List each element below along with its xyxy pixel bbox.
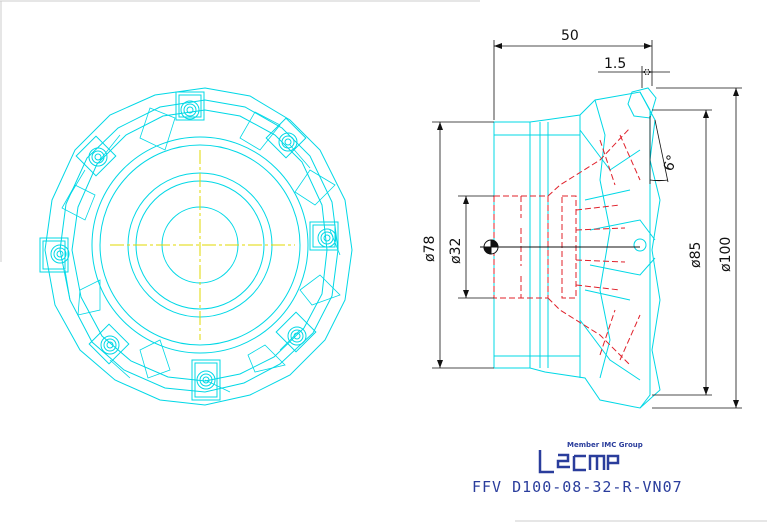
dimension-lines	[432, 40, 742, 409]
side-view	[493, 87, 661, 409]
side-body	[493, 91, 651, 409]
dim-body-dia: ø78	[422, 236, 438, 262]
dim-angle: 6°	[661, 153, 681, 173]
insert-pocket-bottom-right	[275, 311, 317, 353]
dim-length: 50	[561, 28, 579, 44]
insert-pocket-bottom-left	[88, 323, 130, 365]
front-centerlines	[110, 150, 295, 340]
dim-cut-dia: ø100	[718, 237, 734, 272]
body-ring	[91, 136, 309, 354]
insert-pocket-right	[309, 221, 339, 251]
dimension-labels: 50 1.5 6° ø78 ø32 ø85 ø100	[422, 28, 734, 272]
cutter-outline	[44, 87, 353, 406]
insert-pocket-top-left	[75, 135, 117, 177]
logo-tagline: Member IMC Group	[567, 441, 643, 449]
iscar-logo: Member IMC Group iscar	[538, 441, 643, 474]
dim-bore: ø32	[448, 238, 464, 264]
dim-edge-offset: 1.5	[604, 56, 626, 72]
insert-pocket-bottom	[191, 359, 221, 401]
insert-pocket-top-right	[265, 117, 307, 159]
dim-mid-dia: ø85	[688, 242, 704, 268]
front-view	[39, 87, 353, 406]
insert-pocket-left	[39, 237, 70, 273]
insert-pocket-top	[175, 91, 205, 121]
part-number: FFV D100-08-32-R-VN07	[472, 478, 683, 496]
side-insert	[627, 87, 657, 119]
